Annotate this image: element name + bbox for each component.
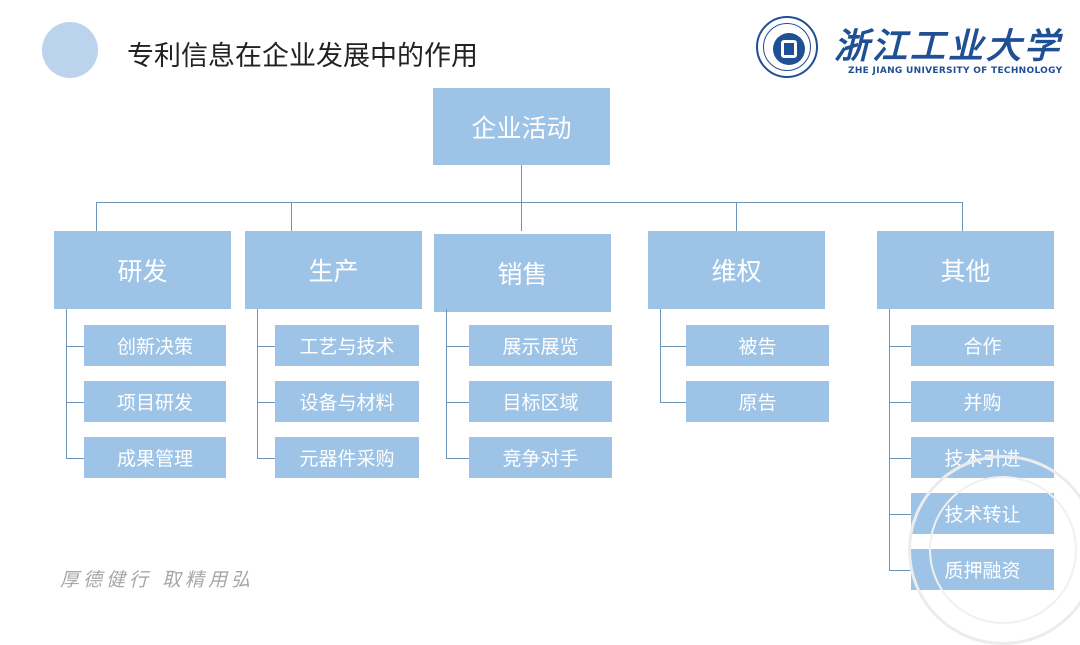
- logo-name-cn: 浙江工业大学: [834, 26, 1063, 67]
- sub-item-box: 目标区域: [469, 381, 612, 422]
- category-connector: [736, 202, 737, 231]
- category-connector: [96, 202, 97, 231]
- item-connector: [446, 401, 469, 403]
- item-spine: [257, 309, 258, 458]
- sub-item-box: 工艺与技术: [275, 325, 419, 366]
- item-spine: [446, 309, 447, 458]
- category-box: 生产: [245, 231, 422, 309]
- item-spine: [889, 309, 890, 570]
- item-connector: [889, 345, 911, 347]
- seal-watermark: [908, 455, 1080, 645]
- item-connector: [66, 401, 84, 403]
- sub-item-box: 设备与材料: [275, 381, 419, 422]
- item-connector: [660, 345, 686, 347]
- university-logo: 浙江工业大学 ZHE JIANG UNIVERSITY OF TECHNOLOG…: [756, 16, 1062, 86]
- item-spine: [660, 309, 661, 402]
- item-connector: [257, 401, 275, 403]
- item-connector: [446, 457, 469, 459]
- category-connector: [291, 202, 292, 231]
- category-connector: [962, 202, 963, 231]
- item-connector: [889, 457, 911, 459]
- bus-connector: [96, 202, 963, 203]
- sub-item-box: 原告: [686, 381, 829, 422]
- logo-name-en: ZHE JIANG UNIVERSITY OF TECHNOLOGY: [848, 66, 1063, 76]
- seal-emblem: [773, 33, 805, 65]
- item-connector: [446, 345, 469, 347]
- sub-item-box: 并购: [911, 381, 1054, 422]
- item-connector: [889, 401, 911, 403]
- category-connector: [521, 202, 522, 231]
- footer-motto: 厚德健行 取精用弘: [60, 569, 255, 591]
- sub-item-box: 项目研发: [84, 381, 226, 422]
- item-connector: [889, 513, 911, 515]
- sub-item-box: 成果管理: [84, 437, 226, 478]
- item-spine: [66, 309, 67, 458]
- slide-title: 专利信息在企业发展中的作用: [127, 41, 478, 72]
- root-box: 企业活动: [433, 88, 610, 165]
- sub-item-box: 元器件采购: [275, 437, 419, 478]
- item-connector: [66, 457, 84, 459]
- category-box: 其他: [877, 231, 1054, 309]
- item-connector: [660, 401, 686, 403]
- sub-item-box: 合作: [911, 325, 1054, 366]
- sub-item-box: 展示展览: [469, 325, 612, 366]
- university-seal-icon: [756, 16, 818, 78]
- category-box: 销售: [434, 234, 611, 312]
- item-connector: [257, 345, 275, 347]
- sub-item-box: 创新决策: [84, 325, 226, 366]
- category-box: 维权: [648, 231, 825, 309]
- item-connector: [889, 569, 911, 571]
- category-box: 研发: [54, 231, 231, 309]
- sub-item-box: 竞争对手: [469, 437, 612, 478]
- sub-item-box: 被告: [686, 325, 829, 366]
- item-connector: [257, 457, 275, 459]
- root-connector: [521, 165, 522, 202]
- item-connector: [66, 345, 84, 347]
- title-decoration-circle: [42, 22, 98, 78]
